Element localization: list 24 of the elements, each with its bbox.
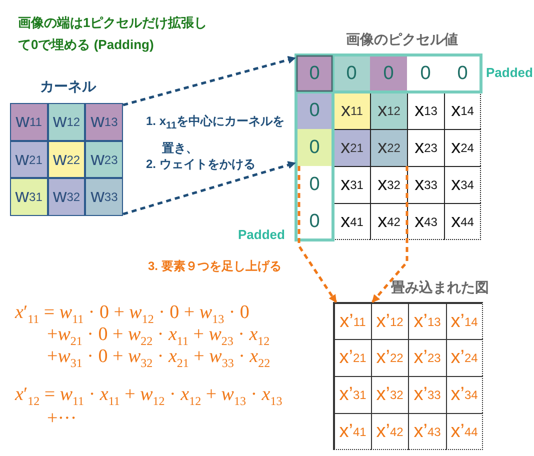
padded-label: Padded (486, 65, 533, 80)
equation-line: +w$_{21}$ · 0 + w$_{22}$ · x$_{11}$ + w$_{23}$ · x$_{12}$ (47, 324, 270, 349)
dashed-arrow (298, 166, 338, 303)
padding-note: 画像の端は1ピクセルだけ拡張して0で埋める (Padding) (18, 14, 208, 54)
step-text: 2. ウェイトをかける (146, 156, 256, 173)
pixel-cell: 0 (370, 55, 407, 92)
equation-line: x′$_{12}$ = w$_{11}$ · x$_{11}$ + w$_{12}$ · x$_{12}$ + w$_{13}$ · x$_{13}$ (15, 384, 282, 409)
equation-line: x′$_{11}$ = w$_{11}$ · 0 + w$_{12}$ · 0 + w$_{13}$ · 0 (15, 302, 250, 327)
padded-label: Padded (238, 227, 285, 242)
dashed-arrow (372, 166, 408, 303)
equation-line: +··· (47, 408, 77, 430)
step-text: 3. 要素９つを足し上げる (148, 258, 282, 275)
dashed-arrow (122, 161, 296, 216)
equation-line: +w$_{31}$ · 0 + w$_{32}$ · x$_{21}$ + w$_{33}$ · x$_{22}$ (47, 346, 270, 371)
pixel-cell: 0 (296, 203, 333, 240)
dashed-arrow (122, 56, 296, 106)
pixel-cell: 0 (296, 129, 333, 166)
grid-heading: 畳み込まれた図 (391, 279, 489, 297)
grid-heading: カーネル (40, 78, 96, 96)
step-text: 1. x$_{11}$を中心にカーネルを置き、 (146, 113, 286, 158)
pixel-cell: 0 (296, 166, 333, 203)
pixel-cell: 0 (407, 55, 444, 92)
pixel-cell: 0 (444, 55, 481, 92)
grid-heading: 画像のピクセル値 (346, 31, 458, 49)
